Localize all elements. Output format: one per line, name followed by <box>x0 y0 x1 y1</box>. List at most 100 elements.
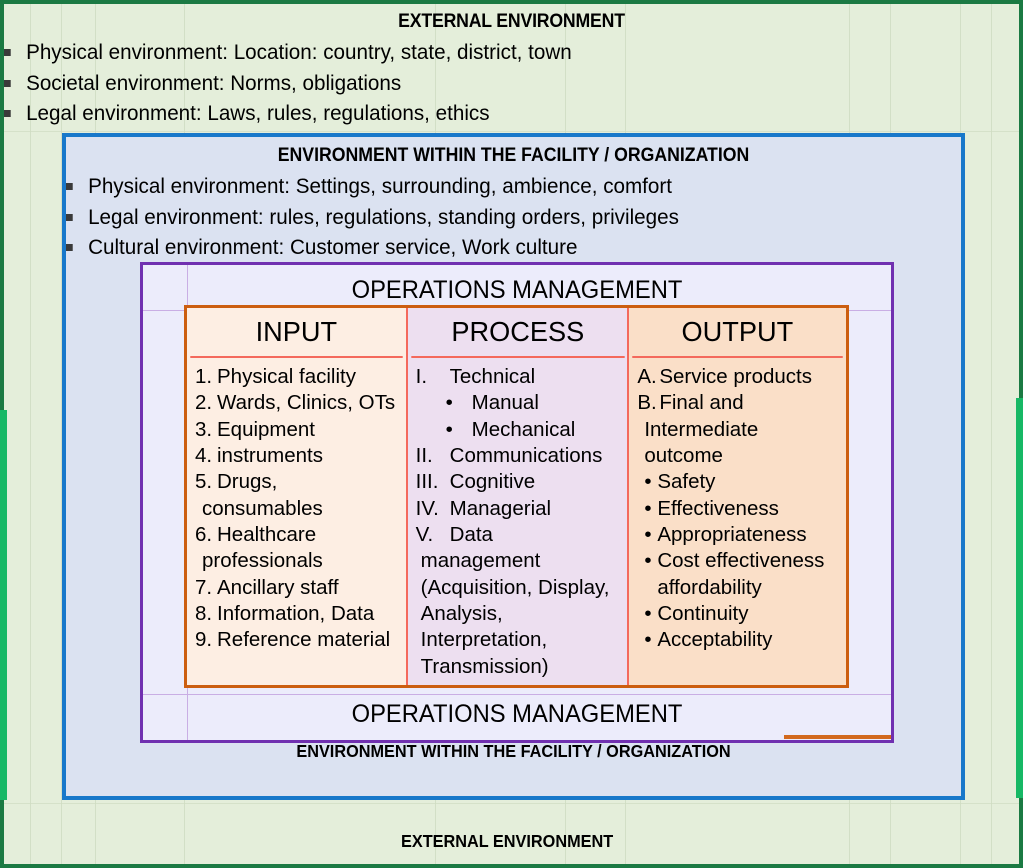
square-bullet-icon <box>66 183 73 190</box>
list-item: IV.Managerial <box>416 496 628 522</box>
list-item-label: Drugs, <box>217 470 278 494</box>
grid-line-horizontal <box>0 803 1023 804</box>
list-item: II.Communications <box>416 443 628 469</box>
dot-bullet-icon: • <box>445 391 453 415</box>
dot-bullet-icon: • <box>644 522 652 546</box>
list-item-label: consumables <box>202 496 323 520</box>
list-item-label: Analysis, <box>420 601 503 625</box>
list-item-label: management <box>420 549 541 573</box>
list-item-label: Physical environment: Location: country,… <box>26 40 572 64</box>
list-item-continuation: professionals <box>195 548 406 574</box>
external-environment-accent-left <box>0 410 7 800</box>
list-item: Cultural environment: Customer service, … <box>66 232 925 263</box>
list-item: •Appropriateness <box>637 522 846 548</box>
list-item-label: Safety <box>657 470 716 494</box>
sub-list-item: • Mechanical <box>416 417 628 443</box>
process-column: PROCESS I.Technical •Manual •Mechanical … <box>407 308 628 685</box>
ipo-table-bottom-extension <box>784 735 891 739</box>
list-item: 2.Wards, Clinics, OTs <box>195 390 406 416</box>
list-item-continuation: Intermediate <box>637 417 846 443</box>
dot-bullet-icon: • <box>644 601 652 625</box>
list-item-label: Ancillary staff <box>217 575 339 599</box>
list-item-label: Interpretation, <box>420 628 548 652</box>
sub-list-item: • Manual <box>416 390 628 416</box>
operations-management-title-bottom: OPERATIONS MANAGEMENT <box>351 700 683 728</box>
list-item-label: Technical <box>449 365 536 388</box>
square-bullet-icon <box>4 79 11 87</box>
list-item-label: professionals <box>202 549 323 573</box>
list-item-label: Reference material <box>217 628 391 652</box>
grid-line-horizontal <box>0 131 1023 132</box>
list-item-label: Acceptability <box>657 628 773 652</box>
list-marker: I. <box>415 365 428 388</box>
list-marker: 7. <box>195 575 213 599</box>
external-environment-top-block: EXTERNAL ENVIRONMENT Physical environmen… <box>4 6 1019 130</box>
list-item: B.Final and <box>637 390 846 416</box>
list-item-label: Physical environment: Settings, surround… <box>88 174 673 198</box>
list-item-label: Intermediate <box>644 417 759 441</box>
list-item-label: outcome <box>644 443 723 467</box>
list-item-label: affordability <box>657 575 762 599</box>
list-item-label: Legal environment: Laws, rules, regulati… <box>26 101 490 126</box>
list-item: 5.Drugs, <box>195 469 406 495</box>
list-item-continuation: management <box>416 548 628 574</box>
input-column-body: 1.Physical facility 2.Wards, Clinics, OT… <box>187 358 406 654</box>
list-item-label: Manual <box>471 391 539 415</box>
list-item: •Safety <box>637 469 846 495</box>
list-item-label: Legal environment: rules, regulations, s… <box>88 204 679 229</box>
output-column-body: A.Service products B.Final and Intermedi… <box>629 358 846 654</box>
dot-bullet-icon: • <box>644 470 652 494</box>
grid-line-vertical <box>61 0 62 868</box>
list-marker: 8. <box>195 601 213 625</box>
list-marker: A. <box>637 365 657 388</box>
list-item: III.Cognitive <box>416 469 628 495</box>
list-item-label: (Acquisition, Display, <box>420 575 610 599</box>
list-item-label: Societal environment: Norms, obligations <box>26 70 402 95</box>
external-environment-bottom-block: EXTERNAL ENVIRONMENT <box>4 818 1016 864</box>
list-item-label: Final and <box>659 391 744 415</box>
square-bullet-icon <box>4 110 11 118</box>
list-item-continuation: Interpretation, <box>416 627 628 653</box>
list-item-continuation: consumables <box>195 496 406 522</box>
grid-line-horizontal <box>143 694 891 695</box>
input-process-output-table: INPUT 1.Physical facility 2.Wards, Clini… <box>184 305 849 688</box>
input-column: INPUT 1.Physical facility 2.Wards, Clini… <box>187 308 406 685</box>
list-item: •Cost effectiveness <box>637 548 846 574</box>
list-item: Physical environment: Location: country,… <box>4 37 978 68</box>
column-divider-1 <box>405 308 408 685</box>
dot-bullet-icon: • <box>644 549 652 573</box>
facility-environment-title: ENVIRONMENT WITHIN THE FACILITY / ORGANI… <box>277 145 750 166</box>
list-item: A.Service products <box>637 364 846 390</box>
dot-bullet-icon: • <box>644 628 652 652</box>
list-item: 4.instruments <box>195 443 406 469</box>
list-item-label: Healthcare <box>217 522 317 546</box>
dot-bullet-icon: • <box>445 417 453 441</box>
input-column-header: INPUT <box>190 308 403 358</box>
list-item-label: Service products <box>659 365 812 388</box>
list-item-label: Data <box>449 522 493 546</box>
list-item-label: Mechanical <box>471 417 576 441</box>
list-marker: 6. <box>195 522 213 546</box>
facility-environment-header: ENVIRONMENT WITHIN THE FACILITY / ORGANI… <box>66 137 961 263</box>
list-item: •Acceptability <box>637 627 846 653</box>
list-item-label: instruments <box>217 443 323 467</box>
list-item-continuation: Analysis, <box>416 601 628 627</box>
list-marker: 4. <box>195 443 213 467</box>
list-marker: 9. <box>195 628 213 652</box>
list-item-label: Managerial <box>449 496 552 520</box>
list-item: 8.Information, Data <box>195 601 406 627</box>
list-item-label: Transmission) <box>420 654 549 678</box>
list-item-label: Continuity <box>657 601 749 625</box>
facility-environment-bottom-label: ENVIRONMENT WITHIN THE FACILITY / ORGANI… <box>296 741 731 761</box>
external-environment-accent-right <box>1016 398 1023 798</box>
external-environment-bottom-label: EXTERNAL ENVIRONMENT <box>401 830 614 851</box>
list-item: Legal environment: rules, regulations, s… <box>66 202 925 233</box>
list-item-label: Cognitive <box>449 470 536 494</box>
operations-management-title-top: OPERATIONS MANAGEMENT <box>351 276 683 304</box>
output-column: OUTPUT A.Service products B.Final and In… <box>629 308 846 685</box>
list-marker: 1. <box>195 365 213 388</box>
list-item: 1.Physical facility <box>195 364 406 390</box>
list-item-label: Appropriateness <box>657 522 807 546</box>
external-environment-bullet-list: Physical environment: Location: country,… <box>4 37 1019 129</box>
list-item: I. Technical <box>416 364 628 390</box>
